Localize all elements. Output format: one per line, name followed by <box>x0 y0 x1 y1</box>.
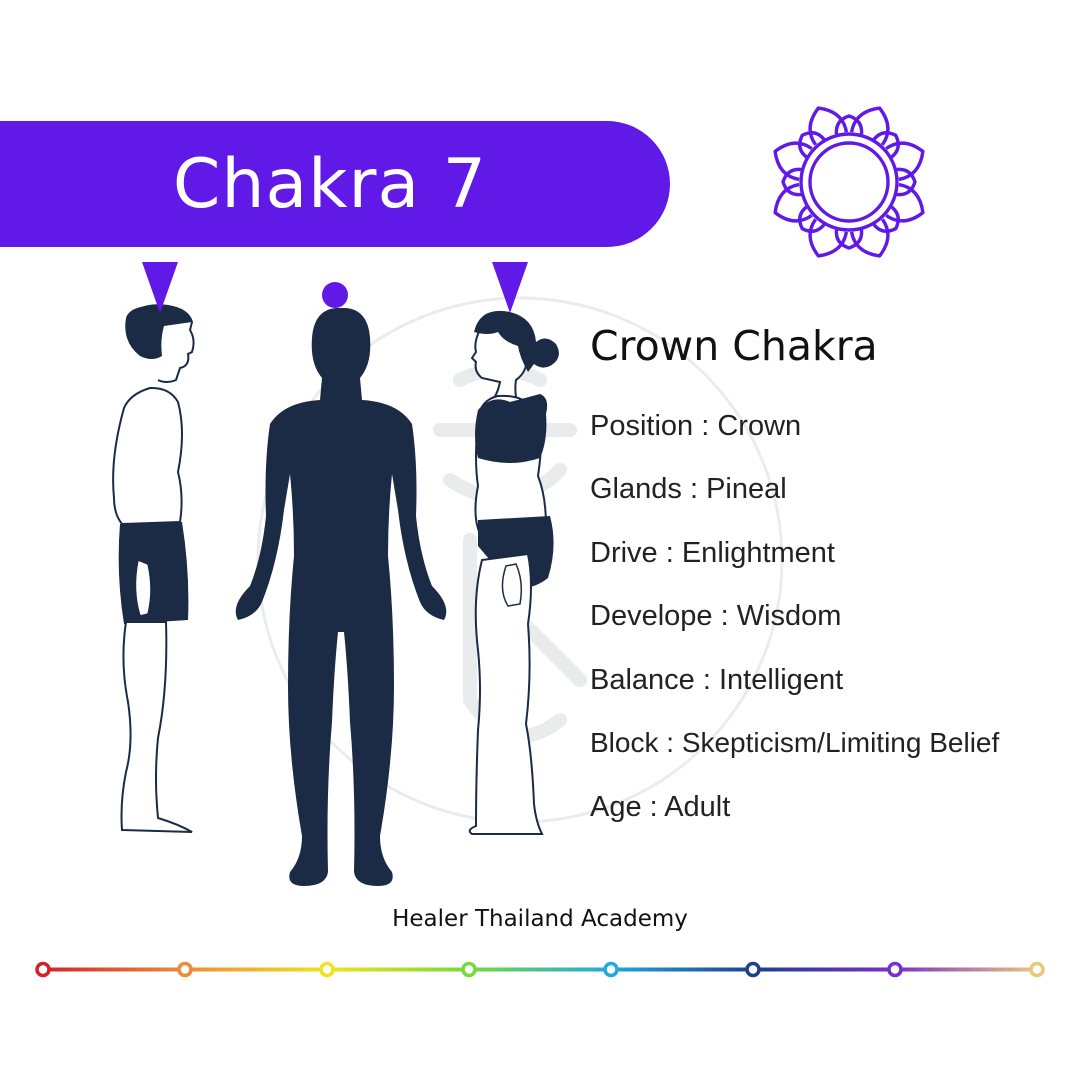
lotus-petal <box>895 167 917 197</box>
spectrum-node-2 <box>177 961 193 978</box>
spectrum-node-8 <box>1029 961 1045 978</box>
lotus-petal <box>849 218 890 258</box>
side-view-woman <box>468 310 559 835</box>
chakra-7-marker-icon <box>142 262 178 313</box>
info-label: Age <box>590 791 642 823</box>
info-row-position: Position : Crown <box>590 410 802 442</box>
spectrum-node-7 <box>887 961 903 978</box>
page-title: Chakra 7 <box>172 144 488 224</box>
info-label: Glands <box>590 473 682 505</box>
lotus-petal <box>849 106 890 146</box>
spectrum-node-3 <box>319 961 335 978</box>
lotus-petal <box>808 106 849 146</box>
lotus-petal <box>808 218 849 258</box>
lotus-petal <box>773 141 813 182</box>
lotus-petal <box>773 182 813 223</box>
chakra-7-marker-icon <box>492 262 528 313</box>
info-row-drive: Drive : Enlightment <box>590 537 835 569</box>
info-label: Develope <box>590 600 713 632</box>
lotus-petal <box>871 131 900 160</box>
spectrum-node-4 <box>461 961 477 978</box>
info-value: Enlightment <box>681 537 835 569</box>
lotus-petal <box>798 131 827 160</box>
front-view-silhouette <box>235 308 447 886</box>
footer-brand: Healer Thailand Academy <box>392 906 688 932</box>
info-label: Balance <box>590 664 695 696</box>
info-value: Crown <box>717 410 802 442</box>
info-row-glands: Glands : Pineal <box>590 473 787 505</box>
lotus-petal <box>871 204 900 233</box>
lotus-petal <box>798 204 827 233</box>
info-row-balance: Balance : Intelligent <box>590 664 844 696</box>
info-value: Intelligent <box>718 664 844 696</box>
lotus-petal <box>781 167 803 197</box>
lotus-petal <box>834 228 864 250</box>
lotus-petal <box>885 182 925 223</box>
lotus-inner-ring <box>808 141 890 223</box>
info-row-age: Age : Adult <box>590 791 731 823</box>
info-value: Adult <box>664 791 731 823</box>
info-label: Position <box>590 410 694 442</box>
spectrum-node-5 <box>603 961 619 978</box>
chakra-7-dot-icon <box>322 282 348 308</box>
chakra-spectrum-line <box>35 961 1045 978</box>
info-label: Block <box>590 727 659 758</box>
info-value: Skepticism/Limiting Belief <box>681 727 1000 758</box>
spectrum-node-1 <box>35 961 51 978</box>
lotus-outer-ring <box>799 132 899 232</box>
crown-lotus-icon <box>773 106 925 258</box>
info-row-block: Block : Skepticism/Limiting Belief <box>590 727 1000 758</box>
info-row-develope: Develope : Wisdom <box>590 600 842 632</box>
lotus-petal <box>885 141 925 182</box>
side-view-man <box>112 304 195 833</box>
title-banner: Chakra 7 <box>0 121 670 247</box>
spectrum-node-6 <box>745 961 761 978</box>
lotus-petal <box>834 114 864 136</box>
chakra-name: Crown Chakra <box>590 322 878 370</box>
info-label: Drive <box>590 537 658 569</box>
info-value: Wisdom <box>736 600 842 632</box>
info-value: Pineal <box>706 473 787 505</box>
